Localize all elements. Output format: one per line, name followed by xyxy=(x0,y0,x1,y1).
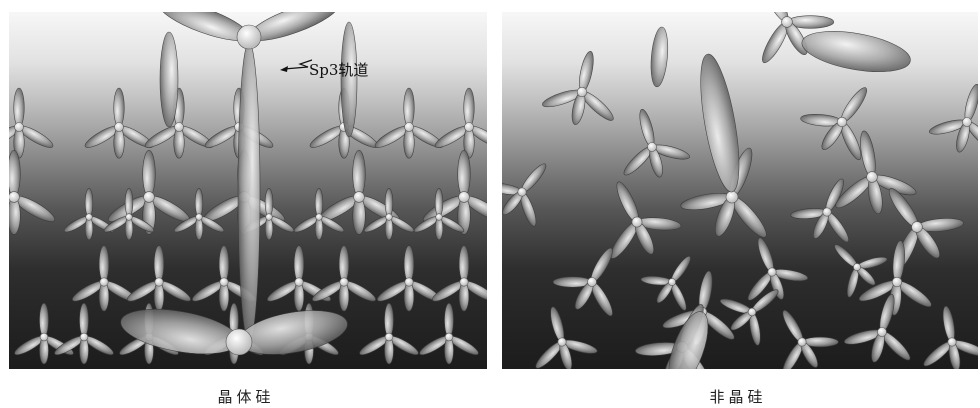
orbital-lobe xyxy=(404,246,414,282)
atom-node xyxy=(726,191,738,203)
atom-node xyxy=(823,208,831,216)
amorphous-lattice-illustration xyxy=(502,12,978,369)
orbital-lobe xyxy=(444,303,453,337)
orbital-lobe xyxy=(941,305,957,343)
lattice-group xyxy=(9,12,487,364)
orbital-lobe xyxy=(219,246,229,282)
atom-node xyxy=(558,338,566,346)
atom-node xyxy=(436,214,443,221)
atom-node xyxy=(748,308,756,316)
orbital-lobe xyxy=(160,32,178,127)
orbital-lobe xyxy=(548,306,567,344)
atom-node xyxy=(405,123,414,132)
orbital-lobe xyxy=(238,42,260,342)
orbital-lobe xyxy=(79,303,88,337)
orbital-lobe xyxy=(404,88,415,127)
orbital-lobe xyxy=(458,150,471,197)
atom-node xyxy=(354,192,365,203)
atom-node xyxy=(220,278,228,286)
atom-node xyxy=(115,123,124,132)
orbital-lobe xyxy=(799,24,914,79)
atom-node xyxy=(155,278,163,286)
orbital-lobe xyxy=(125,188,133,217)
atom-node xyxy=(465,123,474,132)
atom-node xyxy=(460,278,468,286)
orbital-lobe xyxy=(693,52,747,195)
orbital-lobe xyxy=(294,246,304,282)
caption-crystalline: 晶体硅 xyxy=(217,386,274,407)
atom-node xyxy=(892,277,902,287)
atom-node xyxy=(266,214,273,221)
atom-node xyxy=(768,268,776,276)
orbital-lobe xyxy=(99,246,109,282)
atom-node xyxy=(459,192,470,203)
atom-node xyxy=(9,192,19,203)
crystalline-lattice-illustration xyxy=(9,12,487,369)
crystalline-silicon-image xyxy=(9,12,487,369)
orbital-lobe xyxy=(14,88,25,127)
atom-node xyxy=(837,117,847,127)
atom-node xyxy=(588,278,597,287)
orbital-lobe xyxy=(339,246,349,282)
orbital-lobe xyxy=(353,150,366,197)
orbital-lobe xyxy=(315,188,323,217)
atom-node xyxy=(405,278,413,286)
atom-node xyxy=(668,278,675,285)
atom-node xyxy=(385,333,393,341)
orbital-lobe xyxy=(265,188,273,217)
orbital-lobe xyxy=(384,303,393,337)
atom-node xyxy=(196,214,203,221)
atom-node xyxy=(878,328,887,337)
atom-node xyxy=(316,214,323,221)
orbital-lobe xyxy=(962,83,978,123)
atom-node xyxy=(80,333,88,341)
orbital-lobe xyxy=(9,150,20,197)
atom-node xyxy=(175,123,184,132)
orbital-lobe xyxy=(195,188,203,217)
atom-node xyxy=(867,172,878,183)
atom-node xyxy=(963,118,972,127)
lattice-group xyxy=(502,12,978,369)
orbital-lobe xyxy=(577,50,597,93)
atom-node xyxy=(648,143,657,152)
atom-node xyxy=(40,333,48,341)
atom-node xyxy=(86,214,93,221)
orbital-lobe xyxy=(464,88,475,127)
atom-node xyxy=(782,17,793,28)
orbital-lobe xyxy=(154,246,164,282)
atom-node xyxy=(226,329,252,355)
atom-node xyxy=(295,278,303,286)
atom-node xyxy=(237,25,261,49)
orbital-lobe xyxy=(114,88,125,127)
atom-node xyxy=(632,217,642,227)
atom-node xyxy=(577,87,587,97)
atom-node xyxy=(912,222,923,233)
orbital-lobe xyxy=(459,246,469,282)
orbital-lobe xyxy=(39,303,48,337)
orbital-lobe xyxy=(435,188,443,217)
atom-node xyxy=(948,338,956,346)
orbital-lobe xyxy=(649,26,670,87)
orbital-lobe xyxy=(637,108,657,148)
atom-node xyxy=(15,123,24,132)
amorphous-silicon-image xyxy=(502,12,978,369)
orbital-lobe xyxy=(85,188,93,217)
atom-node xyxy=(100,278,108,286)
atom-node xyxy=(798,338,806,346)
orbital-lobe xyxy=(143,150,156,197)
atom-node xyxy=(126,214,133,221)
atom-node xyxy=(340,278,348,286)
sp3-orbital-label: Sp3轨道 xyxy=(309,59,368,80)
atom-node xyxy=(144,192,155,203)
atom-node xyxy=(853,263,860,270)
atom-node xyxy=(386,214,393,221)
orbital-lobe xyxy=(385,188,393,217)
atom-node xyxy=(518,188,526,196)
orbital-lobe xyxy=(891,240,906,282)
atom-node xyxy=(445,333,453,341)
caption-amorphous: 非晶硅 xyxy=(709,386,766,407)
